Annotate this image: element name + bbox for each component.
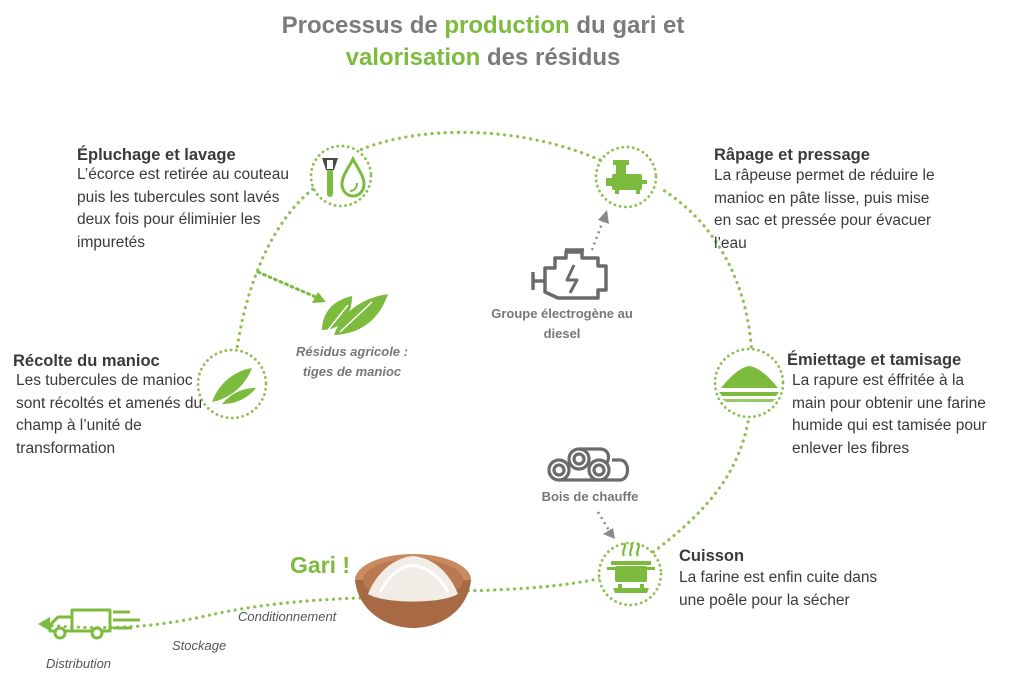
peeler-icon: [322, 158, 338, 197]
diagram-title-line-1: Processus de production du gari et: [281, 12, 685, 39]
peeling-step-title: Épluchage et lavage: [77, 146, 236, 164]
generator-arrow: [590, 210, 609, 251]
firewood-icon: [547, 447, 630, 482]
sifting-step-title: Émiettage et tamisage: [787, 351, 962, 369]
firewood-arrow: [596, 511, 615, 539]
sifting-step-description: La rapure est éffritée à la main pour ob…: [792, 372, 987, 457]
process-cycle-path: [43, 130, 754, 630]
peeling-step-description: L’écorce est retirée au couteau puis les…: [77, 166, 289, 251]
droplet-icon: [340, 155, 366, 198]
firewood-label: Bois de chauffe: [541, 489, 639, 504]
residue-leaves-icon: [322, 294, 388, 335]
storage-label: Stockage: [172, 638, 227, 653]
generator-label: Groupe électrogène au diesel: [491, 306, 633, 341]
cooking-step-description: La farine est enfin cuite dans une poêle…: [679, 569, 878, 609]
harvest-step-title: Récolte du manioc: [13, 352, 160, 370]
residue-label: Résidus agricole : tiges de manioc: [296, 344, 408, 379]
grating-step-description: La râpeuse permet de réduire le manioc e…: [714, 167, 935, 252]
grinder-icon: [606, 160, 647, 194]
distribution-arrow-head: [38, 617, 50, 631]
diagram-title-line-2: valorisation des résidus: [345, 44, 621, 71]
packaging-label: Conditionnement: [238, 609, 337, 624]
truck-icon: [48, 608, 140, 640]
harvest-step-description: Les tubercules de manioc sont récoltés e…: [16, 372, 203, 457]
grating-step-title: Râpage et pressage: [714, 146, 870, 164]
cassava-leaves-icon: [212, 368, 256, 404]
residue-arrow: [256, 270, 326, 303]
distribution-label: Distribution: [46, 656, 112, 671]
cooking-step-title: Cuisson: [679, 547, 745, 565]
flour-heap-icon: [719, 366, 779, 402]
cooking-pot-icon: [607, 542, 655, 593]
gari-bowl-image: [355, 554, 471, 628]
gari-label: Gari !: [290, 552, 351, 578]
engine-icon: [531, 248, 608, 300]
